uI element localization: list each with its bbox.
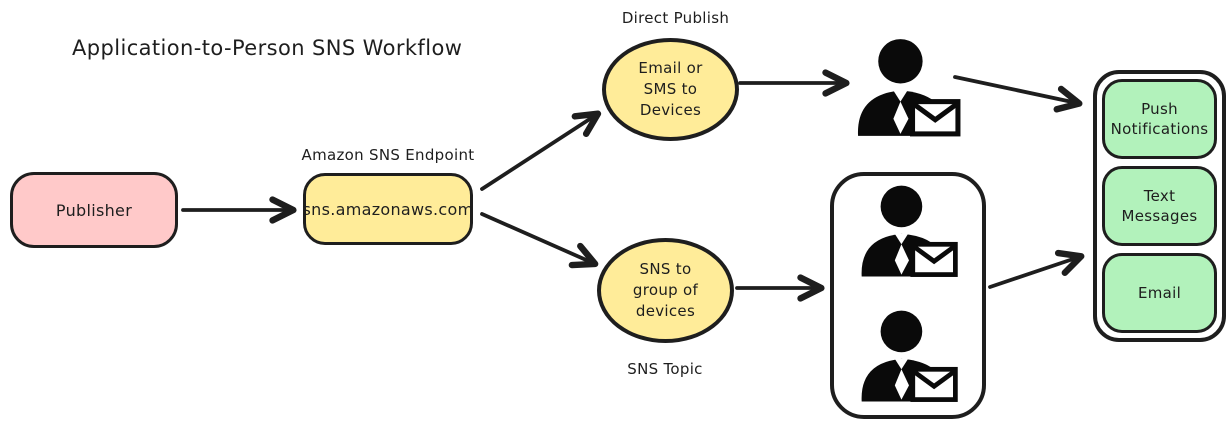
user-message-icon — [861, 185, 958, 277]
arrow-group-to-channels — [988, 249, 1085, 289]
arrow-endpoint-to-topic — [480, 212, 599, 269]
direct-publish-caption: Direct Publish — [621, 9, 730, 27]
sns-topic-label: SNS to group of devices — [632, 259, 699, 321]
channel-push-notifications: Push Notifications — [1102, 79, 1217, 159]
channels-container: Push Notifications Text Messages Email — [1093, 70, 1226, 342]
publisher-node: Publisher — [10, 172, 178, 248]
arrow-endpoint-to-direct — [480, 110, 602, 191]
publisher-label: Publisher — [55, 200, 133, 220]
channel-label: Email — [1137, 283, 1182, 302]
user-message-icon — [861, 310, 958, 402]
sns-topic-caption: SNS Topic — [627, 360, 703, 378]
direct-publish-node: Email or SMS to Devices — [602, 38, 739, 141]
user-message-icon — [857, 39, 961, 137]
sns-endpoint-node: sns.amazonaws.com — [303, 173, 473, 245]
subscriber-group-node — [830, 172, 986, 419]
channel-label: Push Notifications — [1110, 99, 1209, 138]
channel-text-messages: Text Messages — [1102, 166, 1217, 246]
arrow-subscriber-to-channels — [953, 75, 1083, 113]
sns-endpoint-label: sns.amazonaws.com — [302, 199, 474, 219]
diagram-title: Application-to-Person SNS Workflow — [72, 36, 463, 60]
direct-publish-label: Email or SMS to Devices — [638, 58, 703, 120]
sns-topic-node: SNS to group of devices — [597, 238, 734, 343]
endpoint-caption: Amazon SNS Endpoint — [301, 146, 475, 164]
channel-label: Text Messages — [1121, 186, 1198, 225]
channel-email: Email — [1102, 253, 1217, 333]
